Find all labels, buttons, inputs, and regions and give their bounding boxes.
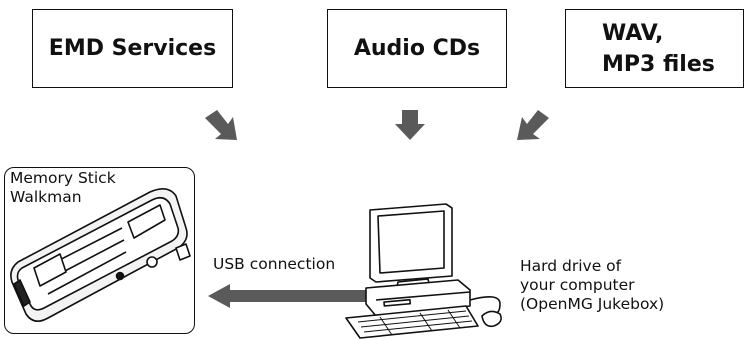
walkman-frame: [4, 167, 195, 334]
arrow-down-right-icon: [205, 110, 237, 140]
walkman-device-icon: [10, 188, 191, 322]
arrow-down-left-icon: [517, 110, 549, 140]
walkman-label: Memory Stick Walkman: [10, 169, 116, 206]
hard-drive-label: Hard drive of your computer (OpenMG Juke…: [520, 257, 665, 313]
usb-arrow-left-icon: [208, 284, 368, 308]
source-label-emd-services: EMD Services: [48, 36, 217, 61]
source-label-wav-mp3-files: WAV, MP3 files: [602, 20, 715, 77]
source-box-audio-cds: Audio CDs: [327, 9, 507, 88]
usb-connection-label: USB connection: [213, 255, 336, 273]
computer-icon: [345, 203, 502, 339]
source-box-emd-services: EMD Services: [32, 9, 233, 88]
arrow-down-icon: [395, 110, 425, 140]
source-box-wav-mp3-files: WAV, MP3 files: [565, 9, 744, 88]
source-label-audio-cds: Audio CDs: [353, 36, 481, 61]
